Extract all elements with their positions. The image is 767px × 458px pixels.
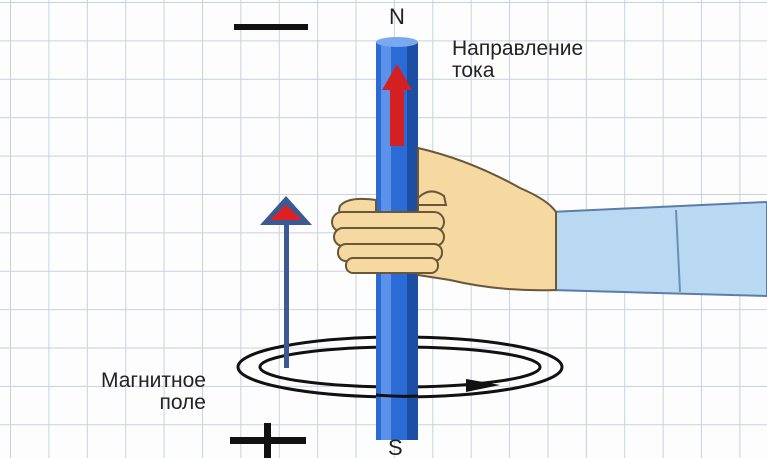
north-pole-label: N bbox=[389, 4, 405, 29]
south-pole-label: S bbox=[388, 435, 403, 458]
field-label-line2: поле bbox=[159, 391, 206, 414]
current-arrow-icon bbox=[382, 64, 412, 146]
minus-sign bbox=[234, 24, 308, 30]
current-label-line1: Направление bbox=[452, 37, 584, 60]
loop-front-segment bbox=[375, 393, 419, 398]
field-direction-arrow-icon bbox=[260, 196, 312, 368]
plus-sign bbox=[230, 423, 306, 458]
field-loop-arrowhead-icon bbox=[466, 379, 500, 392]
sleeve-icon bbox=[548, 200, 767, 298]
current-direction-label: Направление тока bbox=[452, 38, 712, 82]
current-label-line2: тока bbox=[452, 59, 495, 82]
field-label-line1: Магнитное bbox=[101, 369, 206, 392]
right-hand-icon bbox=[331, 146, 557, 292]
magnetic-field-label: Магнитное поле bbox=[16, 370, 206, 414]
